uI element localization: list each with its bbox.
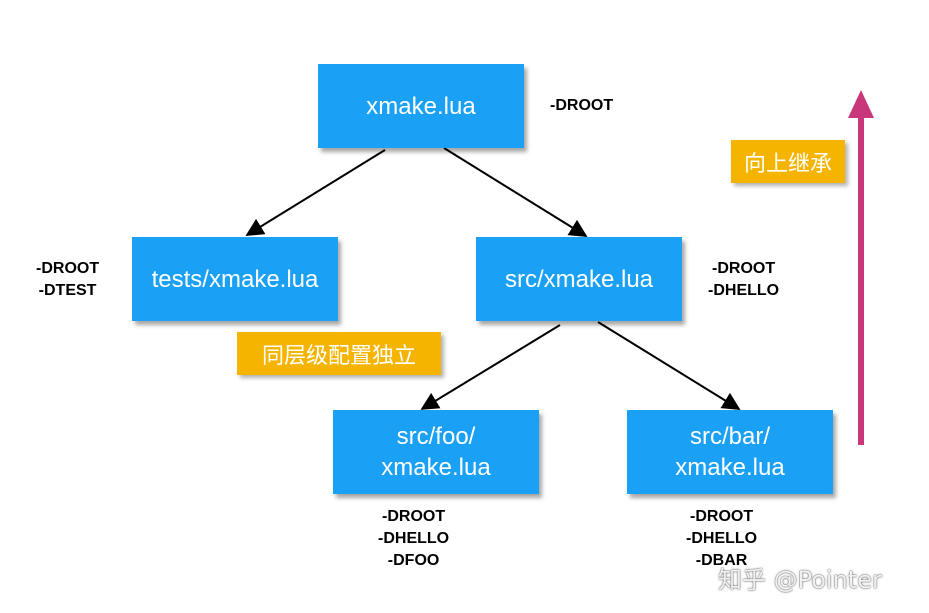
node-bar-label-line1: src/bar/ [689,423,770,450]
flags-root: -DROOT [550,95,613,117]
flag-item: -DFOO [387,552,440,569]
tag-inherit-up: 向上继承 [731,140,845,183]
flags-tests: -DROOT -DTEST [36,258,99,302]
edge-root-src [443,147,588,237]
node-root-xmake: xmake.lua [318,64,524,148]
edge-root-tests [245,149,386,236]
flag-item: -DHELLO [686,530,758,547]
tag-sibling-independent: 同层级配置独立 [237,332,441,375]
node-foo-xmake: src/foo/ xmake.lua [333,410,539,494]
flag-item: -DROOT [36,260,100,277]
node-tests-label: tests/xmake.lua [151,265,319,293]
node-root-label: xmake.lua [366,92,476,120]
node-bar-xmake: src/bar/ xmake.lua [627,410,833,494]
flag-item: -DHELLO [708,282,780,299]
flags-src: -DROOT -DHELLO [708,258,779,302]
node-foo-label-line1: src/foo/ [396,423,476,450]
node-bar-label-line2: xmake.lua [675,454,785,481]
flag-item: -DHELLO [378,530,450,547]
flag-item: -DROOT [690,508,754,525]
inherit-up-arrowhead-icon [848,90,874,118]
node-tests-xmake: tests/xmake.lua [132,237,338,321]
flag-item: -DTEST [38,282,97,299]
edge-src-foo [420,324,561,410]
flag-item: -DBAR [695,552,748,569]
node-foo-label-line2: xmake.lua [381,454,491,481]
flags-bar: -DROOT -DHELLO -DBAR [686,506,757,572]
flag-item: -DROOT [382,508,446,525]
flag-item: -DROOT [550,97,614,114]
flag-item: -DROOT [712,260,776,277]
edge-src-bar [597,321,741,410]
node-src-xmake: src/xmake.lua [476,237,682,321]
flags-foo: -DROOT -DHELLO -DFOO [378,506,449,572]
node-src-label: src/xmake.lua [504,265,654,293]
watermark-text: 知乎 @Pointer [718,566,882,594]
